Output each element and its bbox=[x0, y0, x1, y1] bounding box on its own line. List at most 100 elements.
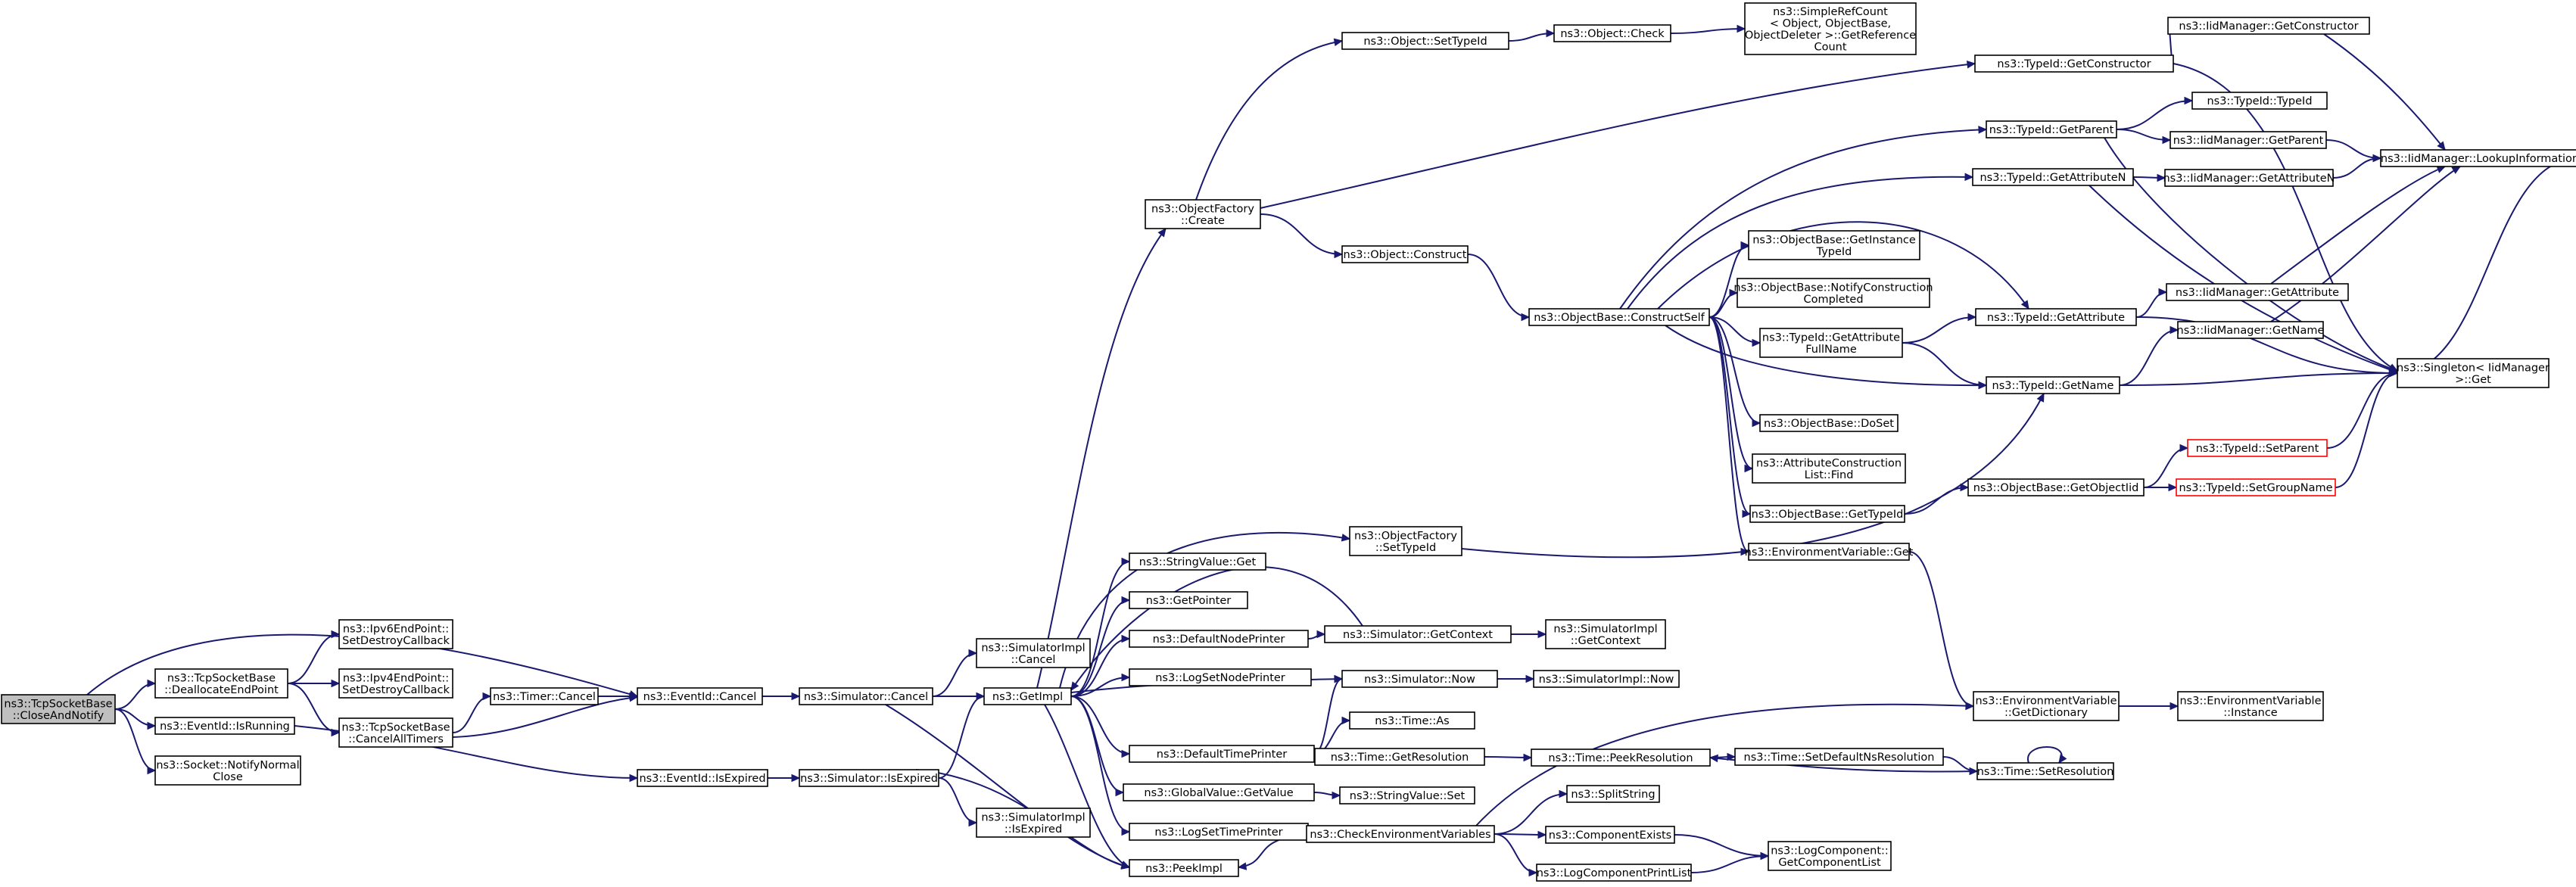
node-logCompGetList[interactable]: ns3::LogComponent::GetComponentList bbox=[1768, 841, 1892, 871]
node-envGet[interactable]: ns3::EnvironmentVariable::Get bbox=[1745, 543, 1914, 561]
node-implNow[interactable]: ns3::SimulatorImpl::Now bbox=[1533, 670, 1680, 688]
edge-getImpl-to-strGet bbox=[1070, 557, 1131, 697]
node-root[interactable]: ns3::TcpSocketBase::CloseAndNotify bbox=[1, 694, 116, 724]
node-logSetNode[interactable]: ns3::LogSetNodePrinter bbox=[1129, 668, 1312, 686]
node-timeSetRes[interactable]: ns3::Time::SetResolution bbox=[1976, 762, 2114, 780]
node-refCount[interactable]: ns3::SimpleRefCount< Object, ObjectBase,… bbox=[1744, 2, 1917, 55]
node-label: ns3::IidManager::GetParent bbox=[2173, 135, 2324, 147]
node-timeGetRes[interactable]: ns3::Time::GetResolution bbox=[1314, 748, 1485, 766]
node-strGet[interactable]: ns3::StringValue::Get bbox=[1129, 552, 1266, 571]
node-iidGetConstructor[interactable]: ns3::IidManager::GetConstructor bbox=[2167, 17, 2370, 35]
node-envGetDict[interactable]: ns3::EnvironmentVariable::GetDictionary bbox=[1973, 691, 2120, 721]
node-iidGetAttr[interactable]: ns3::IidManager::GetAttribute bbox=[2166, 283, 2349, 301]
node-label: ns3::IidManager::GetAttribute bbox=[2176, 287, 2339, 299]
node-label: ns3::IidManager::GetConstructor bbox=[2179, 20, 2358, 33]
node-notifyConstr[interactable]: ns3::ObjectBase::NotifyConstructionCompl… bbox=[1733, 278, 1933, 308]
node-box bbox=[1129, 668, 1312, 686]
node-objCheck[interactable]: ns3::Object::Check bbox=[1553, 24, 1671, 42]
node-singletonGet[interactable]: ns3::Singleton< IidManager >::Get bbox=[2397, 358, 2550, 388]
node-tidTypeId[interactable]: ns3::TypeId::TypeId bbox=[2191, 92, 2328, 110]
node-tidGetAttrN[interactable]: ns3::TypeId::GetAttributeN bbox=[1972, 168, 2134, 186]
node-tidSetParent[interactable]: ns3::TypeId::SetParent bbox=[2187, 439, 2328, 457]
node-implGetContext[interactable]: ns3::SimulatorImpl::GetContext bbox=[1545, 619, 1666, 649]
node-iidGetParent[interactable]: ns3::IidManager::GetParent bbox=[2170, 131, 2327, 149]
node-doSet[interactable]: ns3::ObjectBase::DoSet bbox=[1759, 414, 1899, 432]
node-box bbox=[2170, 131, 2327, 149]
node-box bbox=[154, 668, 288, 699]
node-defTimePrinter[interactable]: ns3::DefaultTimePrinter bbox=[1129, 745, 1315, 763]
node-iidLookup[interactable]: ns3::IidManager::LookupInformation bbox=[2380, 149, 2576, 167]
node-envInstance[interactable]: ns3::EnvironmentVariable::Instance bbox=[2177, 691, 2324, 721]
node-box bbox=[1768, 841, 1892, 871]
node-simNow[interactable]: ns3::Simulator::Now bbox=[1341, 670, 1498, 688]
node-iidGetName[interactable]: ns3::IidManager::GetName bbox=[2177, 321, 2325, 339]
edge-ofSetTypeId-to-tidGetName bbox=[1461, 392, 2045, 559]
node-cancelTimers[interactable]: ns3::TcpSocketBase::CancelAllTimers bbox=[338, 717, 453, 748]
node-constructSelf[interactable]: ns3::ObjectBase::ConstructSelf bbox=[1528, 308, 1710, 326]
node-label: ns3::ObjectBase::GetObjectIid bbox=[1973, 482, 2139, 494]
node-ofSetTypeId[interactable]: ns3::ObjectFactory::SetTypeId bbox=[1349, 526, 1462, 556]
node-label: ns3::TypeId::GetAttributeN bbox=[1980, 172, 2126, 184]
edge-simExpired-to-implExpired bbox=[938, 777, 978, 827]
node-ofCreate[interactable]: ns3::ObjectFactory::Create bbox=[1145, 199, 1261, 229]
node-defNodePrinter[interactable]: ns3::DefaultNodePrinter bbox=[1129, 630, 1309, 648]
node-compExists[interactable]: ns3::ComponentExists bbox=[1545, 826, 1675, 844]
node-timeAs[interactable]: ns3::Time::As bbox=[1349, 711, 1475, 730]
node-box bbox=[637, 687, 763, 705]
node-label: ns3::IidManager::LookupInformation bbox=[2381, 153, 2576, 165]
node-label: ns3::EnvironmentVariable bbox=[1975, 695, 2117, 707]
node-box bbox=[338, 668, 453, 699]
node-strSet[interactable]: ns3::StringValue::Set bbox=[1339, 786, 1475, 805]
node-objConstruct[interactable]: ns3::Object::Construct bbox=[1341, 245, 1469, 263]
node-implExpired[interactable]: ns3::SimulatorImpl::IsExpired bbox=[976, 808, 1091, 838]
node-label: ns3::SimulatorImpl bbox=[981, 642, 1085, 654]
node-simExpired[interactable]: ns3::Simulator::IsExpired bbox=[799, 769, 939, 787]
node-label: ns3::LogSetNodePrinter bbox=[1155, 672, 1285, 684]
node-tidSetGroupName[interactable]: ns3::TypeId::SetGroupName bbox=[2176, 478, 2336, 496]
node-objSetTypeId[interactable]: ns3::Object::SetTypeId bbox=[1341, 32, 1509, 50]
node-gvGet[interactable]: ns3::GlobalValue::GetValue bbox=[1123, 783, 1315, 801]
node-simGetContext[interactable]: ns3::Simulator::GetContext bbox=[1324, 625, 1512, 643]
node-peekImpl[interactable]: ns3::PeekImpl bbox=[1129, 859, 1239, 877]
node-obGetTypeId[interactable]: ns3::ObjectBase::GetTypeId bbox=[1749, 505, 1905, 523]
node-evExpired[interactable]: ns3::EventId::IsExpired bbox=[637, 769, 768, 787]
edge-defNodePrinter-to-simGetContext bbox=[1307, 630, 1326, 640]
node-logSetTime[interactable]: ns3::LogSetTimePrinter bbox=[1129, 823, 1309, 841]
node-implCancel[interactable]: ns3::SimulatorImpl::Cancel bbox=[976, 638, 1091, 668]
node-iidGetAttrN[interactable]: ns3::IidManager::GetAttributeN bbox=[2163, 169, 2335, 187]
node-timerCancel[interactable]: ns3::Timer::Cancel bbox=[490, 687, 599, 705]
node-logCompPrint[interactable]: ns3::LogComponentPrintList bbox=[1536, 864, 1692, 882]
node-label: ::CloseAndNotify bbox=[13, 710, 104, 722]
node-tidGetParent[interactable]: ns3::TypeId::GetParent bbox=[1986, 120, 2117, 138]
node-timePeekRes[interactable]: ns3::Time::PeekResolution bbox=[1531, 749, 1711, 767]
node-obGetObjectIid[interactable]: ns3::ObjectBase::GetObjectIid bbox=[1967, 478, 2145, 496]
node-box bbox=[1734, 748, 1944, 766]
edge-compExists-to-logCompGetList bbox=[1674, 834, 1770, 861]
node-tidGetAttr[interactable]: ns3::TypeId::GetAttribute bbox=[1975, 308, 2137, 326]
node-evCancel[interactable]: ns3::EventId::Cancel bbox=[637, 687, 763, 705]
node-ipv6[interactable]: ns3::Ipv6EndPoint::SetDestroyCallback bbox=[338, 619, 453, 649]
edge-constructSelf-to-tidGetParent bbox=[1619, 126, 1988, 310]
node-tidGetName[interactable]: ns3::TypeId::GetName bbox=[1986, 376, 2120, 394]
node-box bbox=[2164, 169, 2334, 187]
node-timeSetDefNs[interactable]: ns3::Time::SetDefaultNsResolution bbox=[1734, 748, 1944, 766]
node-dealloc[interactable]: ns3::TcpSocketBase::DeallocateEndPoint bbox=[154, 668, 288, 699]
node-checkEnv[interactable]: ns3::CheckEnvironmentVariables bbox=[1306, 825, 1495, 843]
node-getImpl[interactable]: ns3::GetImpl bbox=[983, 687, 1072, 705]
node-ipv4[interactable]: ns3::Ipv4EndPoint::SetDestroyCallback bbox=[338, 668, 453, 699]
edge-dealloc-to-ipv6 bbox=[287, 630, 341, 684]
node-evRunning[interactable]: ns3::EventId::IsRunning bbox=[154, 717, 295, 735]
node-box bbox=[2177, 691, 2324, 721]
node-box bbox=[338, 717, 453, 748]
node-box bbox=[1972, 168, 2134, 186]
node-label: ns3::Object::Construct bbox=[1344, 249, 1467, 261]
node-getPointer[interactable]: ns3::GetPointer bbox=[1129, 591, 1248, 609]
node-label: ns3::Object::Check bbox=[1560, 28, 1665, 40]
node-tidGetConstructor[interactable]: ns3::TypeId::GetConstructor bbox=[1974, 54, 2174, 73]
node-simCancel[interactable]: ns3::Simulator::Cancel bbox=[799, 687, 933, 705]
node-splitString[interactable]: ns3::SplitString bbox=[1566, 785, 1660, 803]
